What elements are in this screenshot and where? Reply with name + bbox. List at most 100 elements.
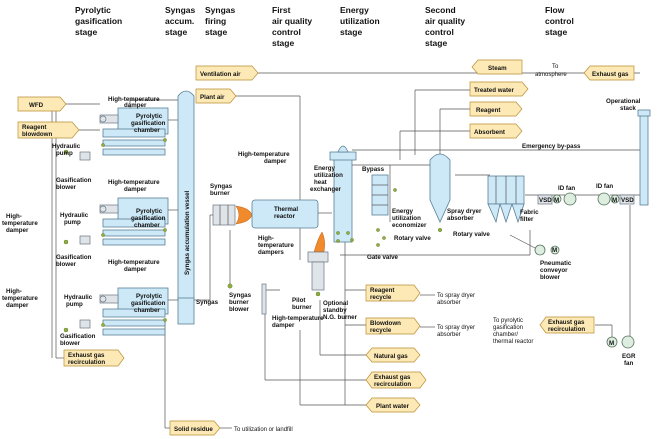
- id-fan-2-vsd: VSD: [621, 197, 634, 204]
- htd-midlow-l2: damper: [272, 322, 295, 329]
- stage-syngas-accum: Syngas accum. stage: [165, 5, 196, 37]
- tag-ventilation-air: Ventilation air: [195, 65, 259, 81]
- chamber1-l1: Pyrolytic: [136, 113, 163, 120]
- id-fan-1-m: M: [554, 197, 559, 204]
- thermal-reactor-l1: Thermal: [274, 206, 298, 213]
- blower2-l1: Gasification: [56, 254, 92, 261]
- stage-second-line2: air quality: [425, 16, 465, 26]
- id-fan-2-m: M: [612, 197, 617, 204]
- tag-reagent-recycle: Reagent recycle: [365, 284, 421, 302]
- chamber1-l3: chamber: [134, 127, 160, 134]
- stage-energy-line1: Energy: [340, 5, 369, 15]
- chamber2-l3: chamber: [134, 222, 160, 229]
- tag-absorbent: Absorbent: [469, 123, 523, 139]
- pneumatic-m: M: [552, 247, 557, 254]
- tag-exhaust-recirc-bottom: Exhaust gas recirculation: [365, 371, 427, 389]
- to-atmosphere-l2: atmosphere: [535, 72, 567, 78]
- to-pyrolytic-l1: To pyrolytic: [493, 318, 523, 324]
- tag-exhaust-recirc-right: Exhaust gas recirculation: [539, 316, 595, 334]
- emergency-bypass-label: Emergency by-pass: [522, 143, 581, 150]
- blower2-l2: blower: [56, 261, 77, 268]
- htd-left2-l2: temperature: [2, 295, 38, 302]
- blower1-l1: Gasification: [56, 177, 92, 184]
- to-atmosphere-l1: To: [552, 64, 559, 70]
- pneumatic-l1: Pneumatic: [540, 260, 572, 267]
- bypass-label: Bypass: [362, 166, 385, 173]
- htd-reactor-l3: dampers: [258, 249, 284, 256]
- fabric-filter-l1: Fabric: [520, 209, 539, 216]
- id-fan-1-label: ID fan: [558, 185, 575, 192]
- tag-egr-bottom-l1: Exhaust gas: [374, 374, 411, 381]
- to-spray-dryer-2-l2: absorber: [437, 332, 461, 338]
- htd-reactor-l2: temperature: [258, 242, 294, 249]
- tag-egr-left-l1: Exhaust gas: [68, 352, 105, 359]
- egr-fan-m: M: [609, 340, 614, 347]
- stage-flow-line1: Flow: [545, 5, 565, 15]
- gate-valve-label: Gate valve: [367, 254, 399, 261]
- tag-reagent-blowdown-l2: blowdown: [22, 131, 52, 138]
- htd-upper-l1: High-temperature: [238, 151, 290, 158]
- stage-firing-line1: Syngas: [205, 5, 236, 15]
- tag-wfd-label: WFD: [29, 102, 44, 109]
- hx-l4: exchanger: [310, 186, 342, 193]
- rotary-valve-1-label: Rotary valve: [394, 235, 431, 242]
- stage-first-line3: control: [272, 27, 301, 37]
- stage-flow-control: Flow control stage: [545, 5, 574, 37]
- htd-left2-l3: damper: [6, 302, 29, 309]
- stage-energy-line2: utilization: [340, 16, 380, 26]
- to-spray-dryer-1-l2: absorber: [437, 300, 461, 306]
- tag-treated-water: Treated water: [469, 81, 529, 97]
- operational-stack: [637, 109, 651, 206]
- tag-egr-right-l1: Exhaust gas: [548, 319, 585, 326]
- syngas-burner-blower: [227, 283, 233, 289]
- standby-l1: Optional: [323, 300, 348, 307]
- stage-pyrolytic: Pyrolytic gasification stage: [75, 5, 122, 37]
- to-spray-dryer-1-l1: To spray dryer: [437, 293, 475, 299]
- stage-firing-line2: firing: [205, 16, 226, 26]
- burner-blower-l3: blower: [229, 306, 250, 313]
- tag-reagent-recycle-l2: recycle: [370, 294, 392, 301]
- tag-plant-air-label: Plant air: [200, 94, 225, 101]
- stage-accum-line3: stage: [165, 27, 187, 37]
- egr-fan: M: [606, 335, 635, 349]
- chamber2-l1: Pyrolytic: [136, 208, 163, 215]
- thermal-reactor: Thermal reactor: [251, 199, 319, 229]
- burner-blower-l1: Syngas: [229, 292, 252, 299]
- syngas-burner-l2: burner: [210, 190, 230, 197]
- htd-top-l2: damper: [124, 102, 147, 109]
- tag-exhaust-gas-label: Exhaust gas: [592, 71, 629, 78]
- high-temp-damper-mid: [261, 283, 267, 315]
- hx-l1: Energy: [314, 165, 336, 172]
- stage-first-aqc: First air quality control stage: [272, 5, 312, 48]
- tag-reagent: Reagent: [469, 101, 523, 117]
- tag-ventilation-air-label: Ventilation air: [200, 71, 241, 78]
- spray-dryer-l2: absorber: [447, 215, 474, 222]
- to-pyrolytic-l3: chamber/: [493, 332, 518, 338]
- htd-left1-l3: damper: [6, 227, 29, 234]
- tag-blowdown-recycle: Blowdown recycle: [365, 317, 421, 335]
- id-fan-1-vsd: VSD: [539, 197, 552, 204]
- economizer-l1: Energy: [392, 208, 414, 215]
- htd-mid-l1: High-temperature: [108, 179, 160, 186]
- pneumatic-l2: conveyor: [540, 267, 568, 274]
- tag-reagent-recycle-l1: Reagent: [370, 287, 394, 294]
- htd-midlow-l1: High-temperature: [272, 315, 324, 322]
- stage-pyrolytic-line3: stage: [75, 27, 97, 37]
- stack-l1: Operational: [606, 98, 641, 105]
- to-spray-dryer-2-l1: To spray dryer: [437, 325, 475, 331]
- tag-solid-residue-label: Solid residue: [174, 426, 213, 433]
- tag-exhaust-gas: Exhaust gas: [583, 65, 635, 81]
- htd-reactor-l1: High-: [258, 235, 274, 242]
- pump2-l1: Hydraulic: [60, 212, 89, 219]
- pilot-burner-l2: burner: [292, 304, 312, 311]
- egr-fan-l2: fan: [624, 360, 634, 367]
- stage-second-line4: stage: [425, 38, 447, 48]
- tag-steam-label: Steam: [488, 65, 507, 72]
- stage-second-line1: Second: [425, 5, 456, 15]
- blower3-l1: Gasification: [60, 333, 96, 340]
- tag-plant-air: Plant air: [195, 88, 237, 104]
- egr-fan-l1: EGR: [622, 353, 636, 360]
- stage-pyrolytic-line1: Pyrolytic: [75, 5, 111, 15]
- syngas-burner: [212, 204, 253, 226]
